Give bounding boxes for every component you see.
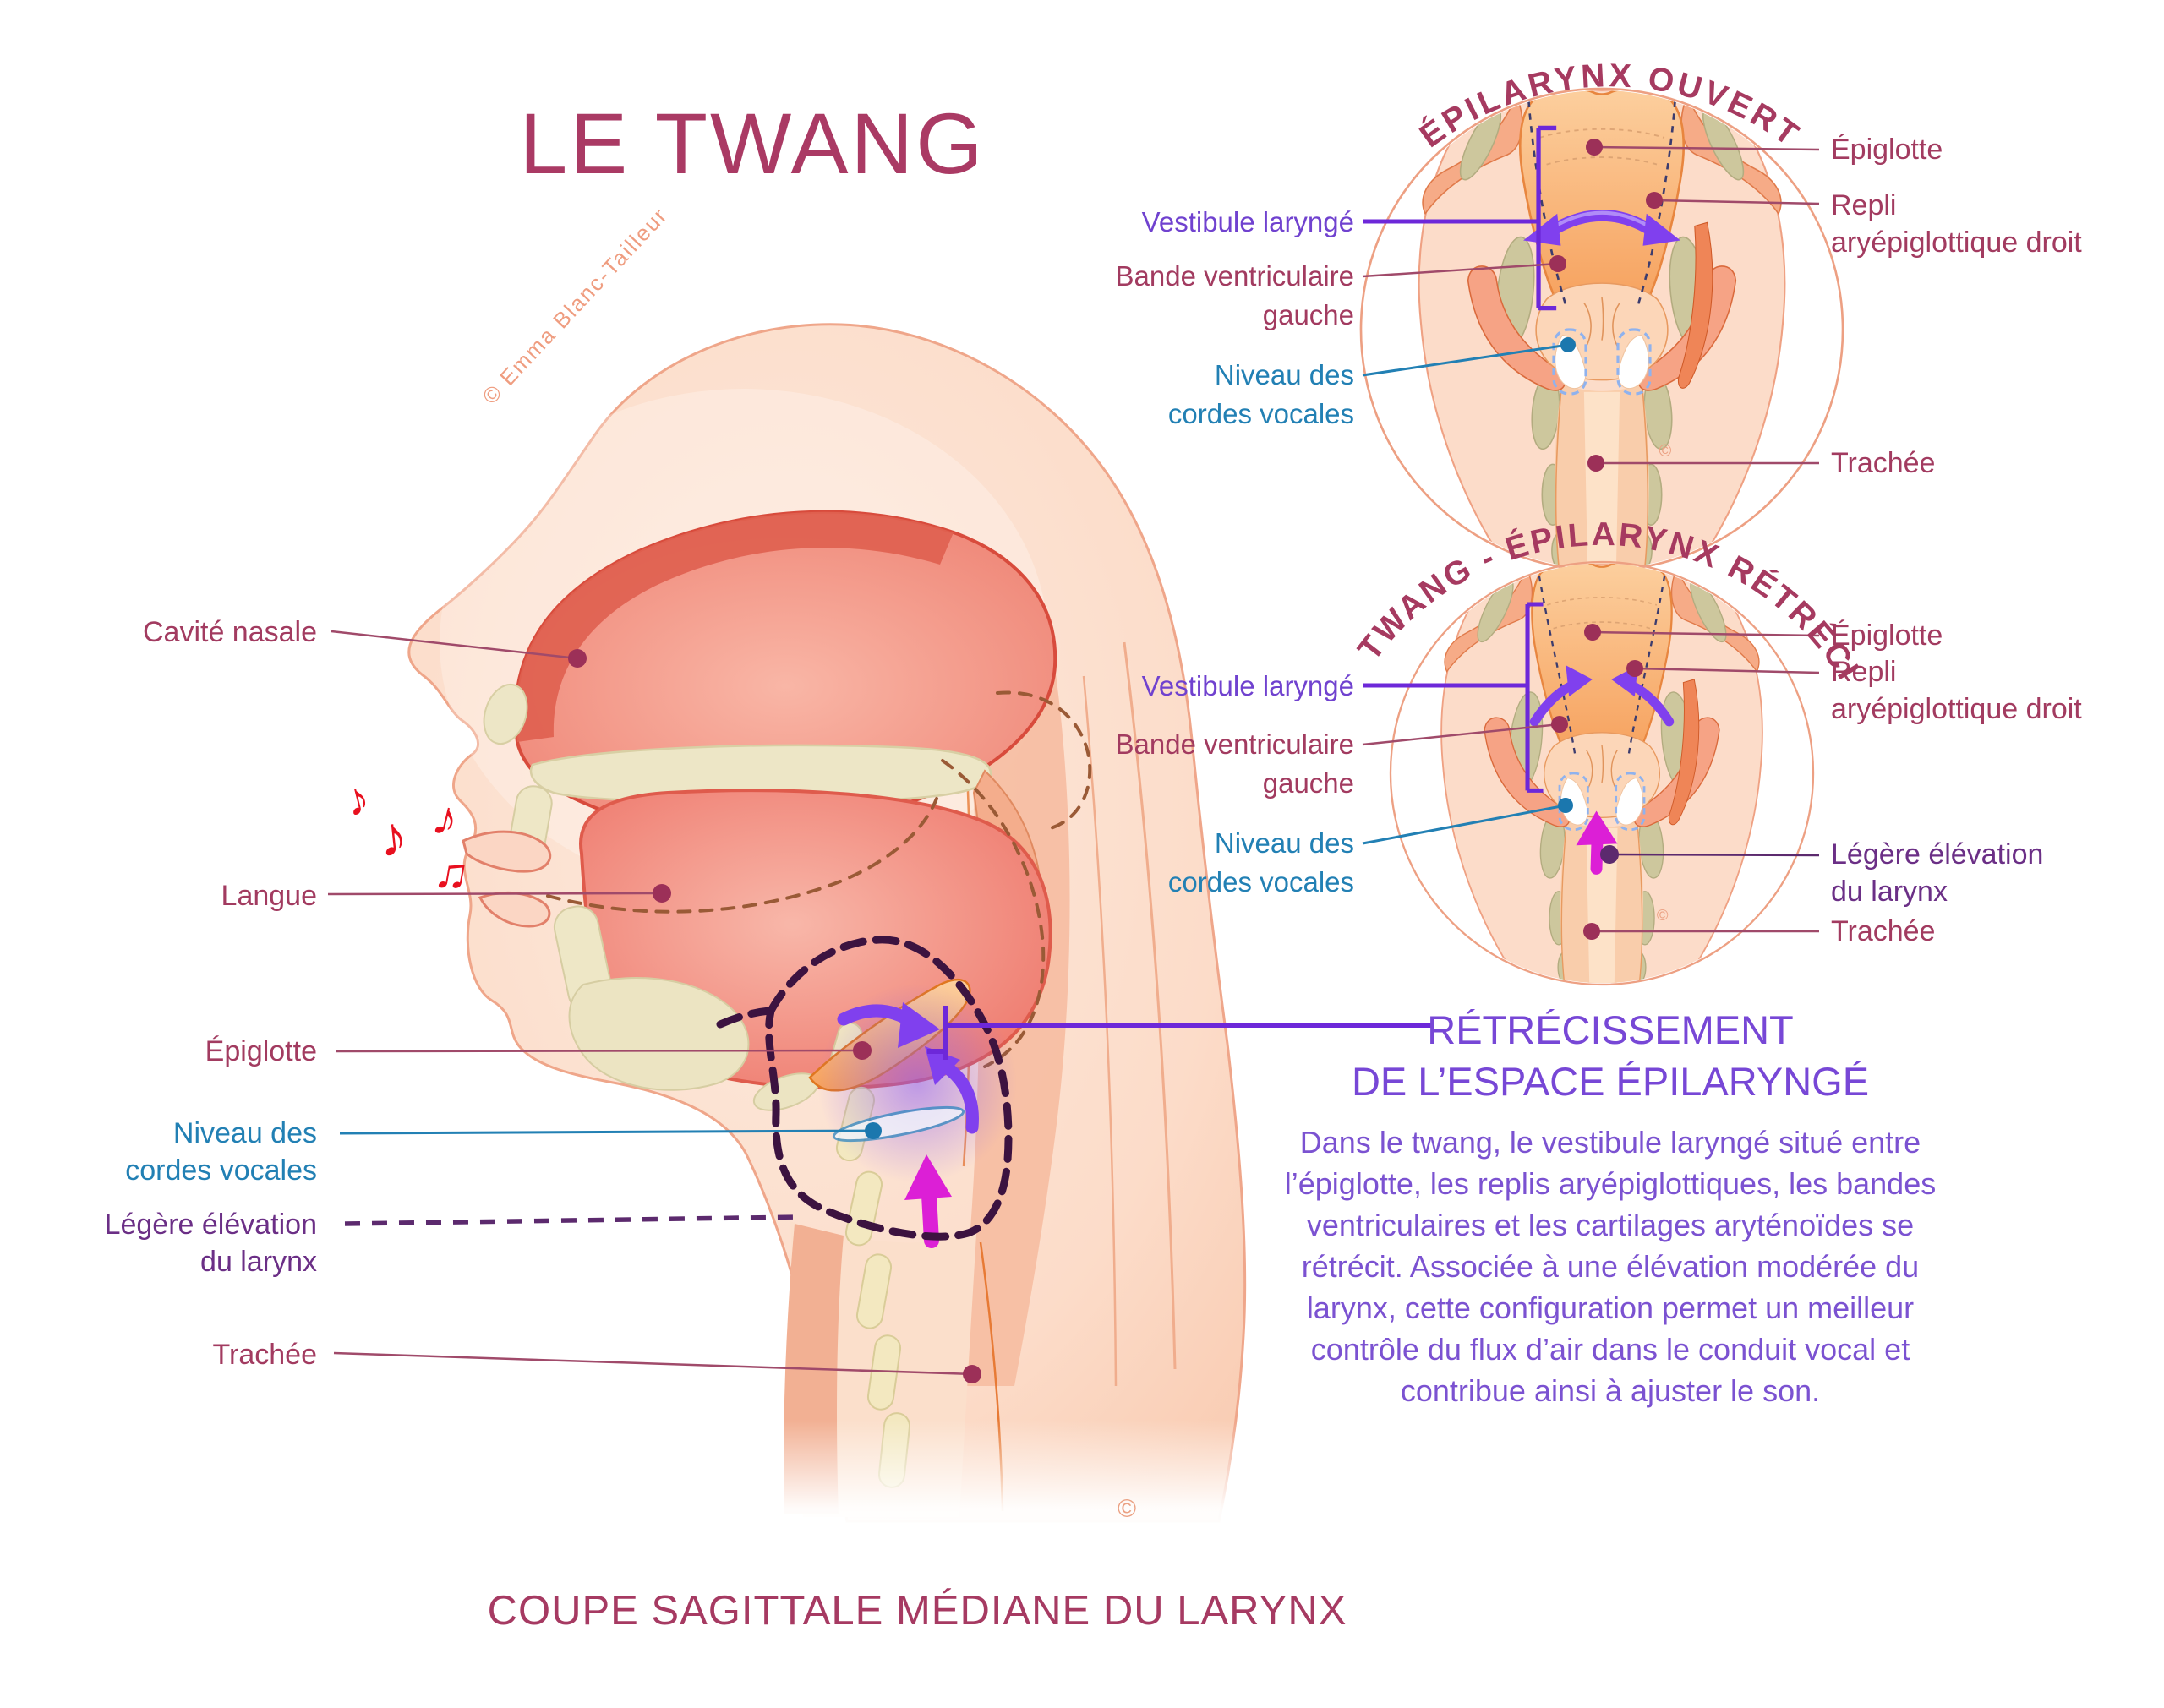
trachea-edge [1555,383,1563,569]
callout-heading: RÉTRÉCISSEMENT DE L’ESPACE ÉPILARYNGÉ [1272,1004,1948,1107]
larynx-dashed-outline [765,936,1013,1241]
label-legere-elevation: Légère élévation du larynx [104,1209,317,1278]
larynx-dashed-tail [716,1007,773,1029]
inset2-label-niveau: Niveau des cordes vocales [1167,827,1354,898]
neck-crease [1082,675,1118,1387]
music-note-icon: ♪ [376,804,411,869]
artist-monogram: © [1657,906,1669,924]
upper-lip [462,830,552,873]
bottom-caption: COUPE SAGITTALE MÉDIANE DU LARYNX [487,1588,1347,1634]
fold-sliver [1677,221,1713,389]
label-cavite-nasale: Cavité nasale [142,616,317,648]
retrecissement-connector [927,1006,1433,1060]
aryepiglottic-dashed-lines [1538,576,1666,756]
page-title: LE TWANG [519,95,986,192]
inset1-label-bande: Bande ventriculaire gauche [1115,260,1355,330]
inset1-label-epiglotte: Épiglotte [1831,134,1943,166]
callout-heading-line2: DE L’ESPACE ÉPILARYNGÉ [1351,1059,1870,1104]
trachea-edge [1560,820,1568,984]
callout-paragraph: Dans le twang, le vestibule laryngé situ… [1284,1125,1937,1408]
vestibule-bracket [1525,602,1544,793]
larynx-elevation-arrow-icon [1576,810,1618,875]
trachea-edge [1641,383,1649,569]
epiglottis-dashed-lines [1538,128,1665,166]
mound-wrinkles [1583,297,1620,348]
nasal-cavity-shade [515,511,954,742]
narrowing-arrow-icon [925,1046,979,1134]
epiglottis-dashed-lines [1546,597,1658,630]
inset-open-circle: © [1359,87,1844,572]
inset-twang-circle: © [1389,560,1815,986]
narrowing-arrow-icon [837,1002,940,1048]
signature: © Emma Blanc-Tailleur [477,202,672,409]
label-dots [568,139,1663,1383]
music-note-icon: ♪ [340,772,374,827]
trachea-interior-light [1583,391,1620,569]
inset1-label-vestibule: Vestibule laryngé [1141,206,1354,237]
inset2-label-epiglotte: Épiglotte [1831,619,1943,652]
neck-crease [1123,641,1177,1370]
inset-circle-border [1389,560,1815,986]
inset1-label-repli: Repli aryépiglottique droit [1831,189,2082,259]
wide-open-arrow-icon [1523,210,1680,246]
mound-wrinkles [1585,745,1619,789]
bottom-fade [363,1420,1327,1547]
fold-sliver [1668,679,1700,826]
inset2-label-vestibule: Vestibule laryngé [1141,670,1354,701]
inset1-label-niveau: Niveau des cordes vocales [1167,359,1354,429]
artist-monogram: © [1659,442,1672,461]
music-note-icon: ♪ [427,789,464,849]
tongue-dashed-contours [546,690,1092,1068]
label-langue: Langue [221,880,317,912]
label-epiglotte: Épiglotte [205,1035,317,1067]
aryepiglottic-dashed-lines [1527,101,1676,307]
inset2-label-legere-elevation: Légère élévation du larynx [1831,838,2044,908]
jaw-bone [568,977,750,1091]
artist-monogram: © [1118,1495,1136,1523]
inset1-label-trachee: Trachée [1831,447,1936,479]
trachea-edge [1636,820,1643,984]
sagittal-head-figure [363,323,1327,1547]
epiglottis-posterior [1531,563,1673,761]
label-lines [327,145,1820,1376]
vestibule-bracket [1536,125,1557,311]
label-trachee: Trachée [212,1339,317,1371]
label-niveau-cordes: Niveau des cordes vocales [125,1117,317,1187]
vocal-folds [1558,772,1646,832]
nasal-spine-bone [483,683,528,745]
callout-heading-line1: RÉTRÉCISSEMENT [1427,1007,1794,1052]
inset2-label-bande: Bande ventriculaire gauche [1115,728,1355,799]
inset2-label-trachee: Trachée [1831,915,1936,947]
inset2-label-repli: Repli aryépiglottique droit [1831,656,2082,725]
